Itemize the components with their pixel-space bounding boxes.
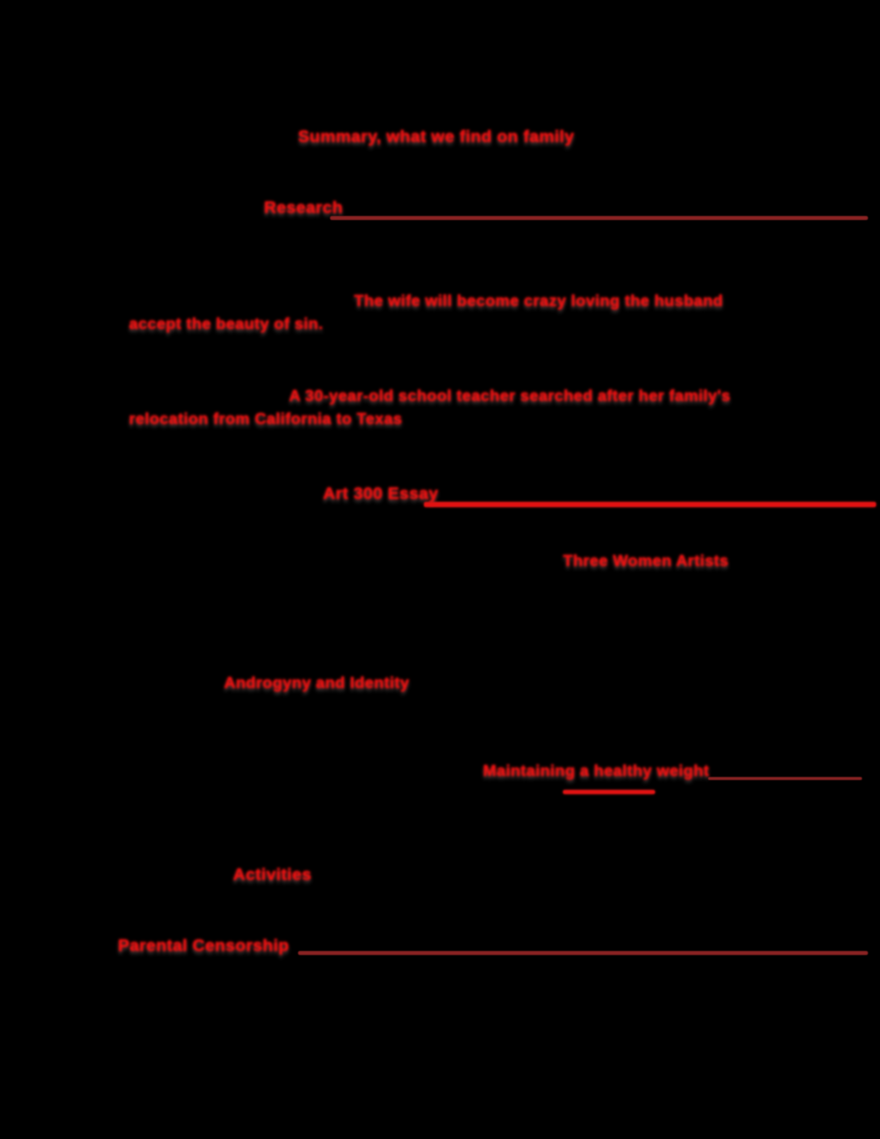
section-heading-research: Research bbox=[264, 198, 343, 217]
artists-line: Three Women Artists bbox=[563, 553, 729, 570]
section-heading-essay: Art 300 Essay bbox=[323, 484, 439, 503]
paragraph-2-line-2: relocation from California to Texas bbox=[129, 411, 403, 428]
censorship-heading-rule bbox=[298, 951, 868, 955]
paragraph-1-line-1: The wife will become crazy loving the hu… bbox=[354, 293, 724, 310]
paragraph-1-line-2: accept the beauty of sin. bbox=[129, 316, 324, 333]
healthy-word-underline bbox=[563, 790, 655, 794]
weight-line-trailing-rule bbox=[708, 777, 862, 780]
document-title: Summary, what we find on family bbox=[298, 127, 575, 146]
section-heading-activities: Activities bbox=[233, 865, 312, 884]
essay-heading-rule bbox=[424, 502, 876, 507]
paragraph-2-line-1: A 30-year-old school teacher searched af… bbox=[289, 388, 731, 405]
section-heading-censorship: Parental Censorship bbox=[118, 936, 290, 955]
weight-line: Maintaining a healthy weight bbox=[483, 763, 710, 780]
research-heading-rule bbox=[330, 216, 868, 220]
identity-line: Androgyny and Identity bbox=[224, 675, 410, 692]
